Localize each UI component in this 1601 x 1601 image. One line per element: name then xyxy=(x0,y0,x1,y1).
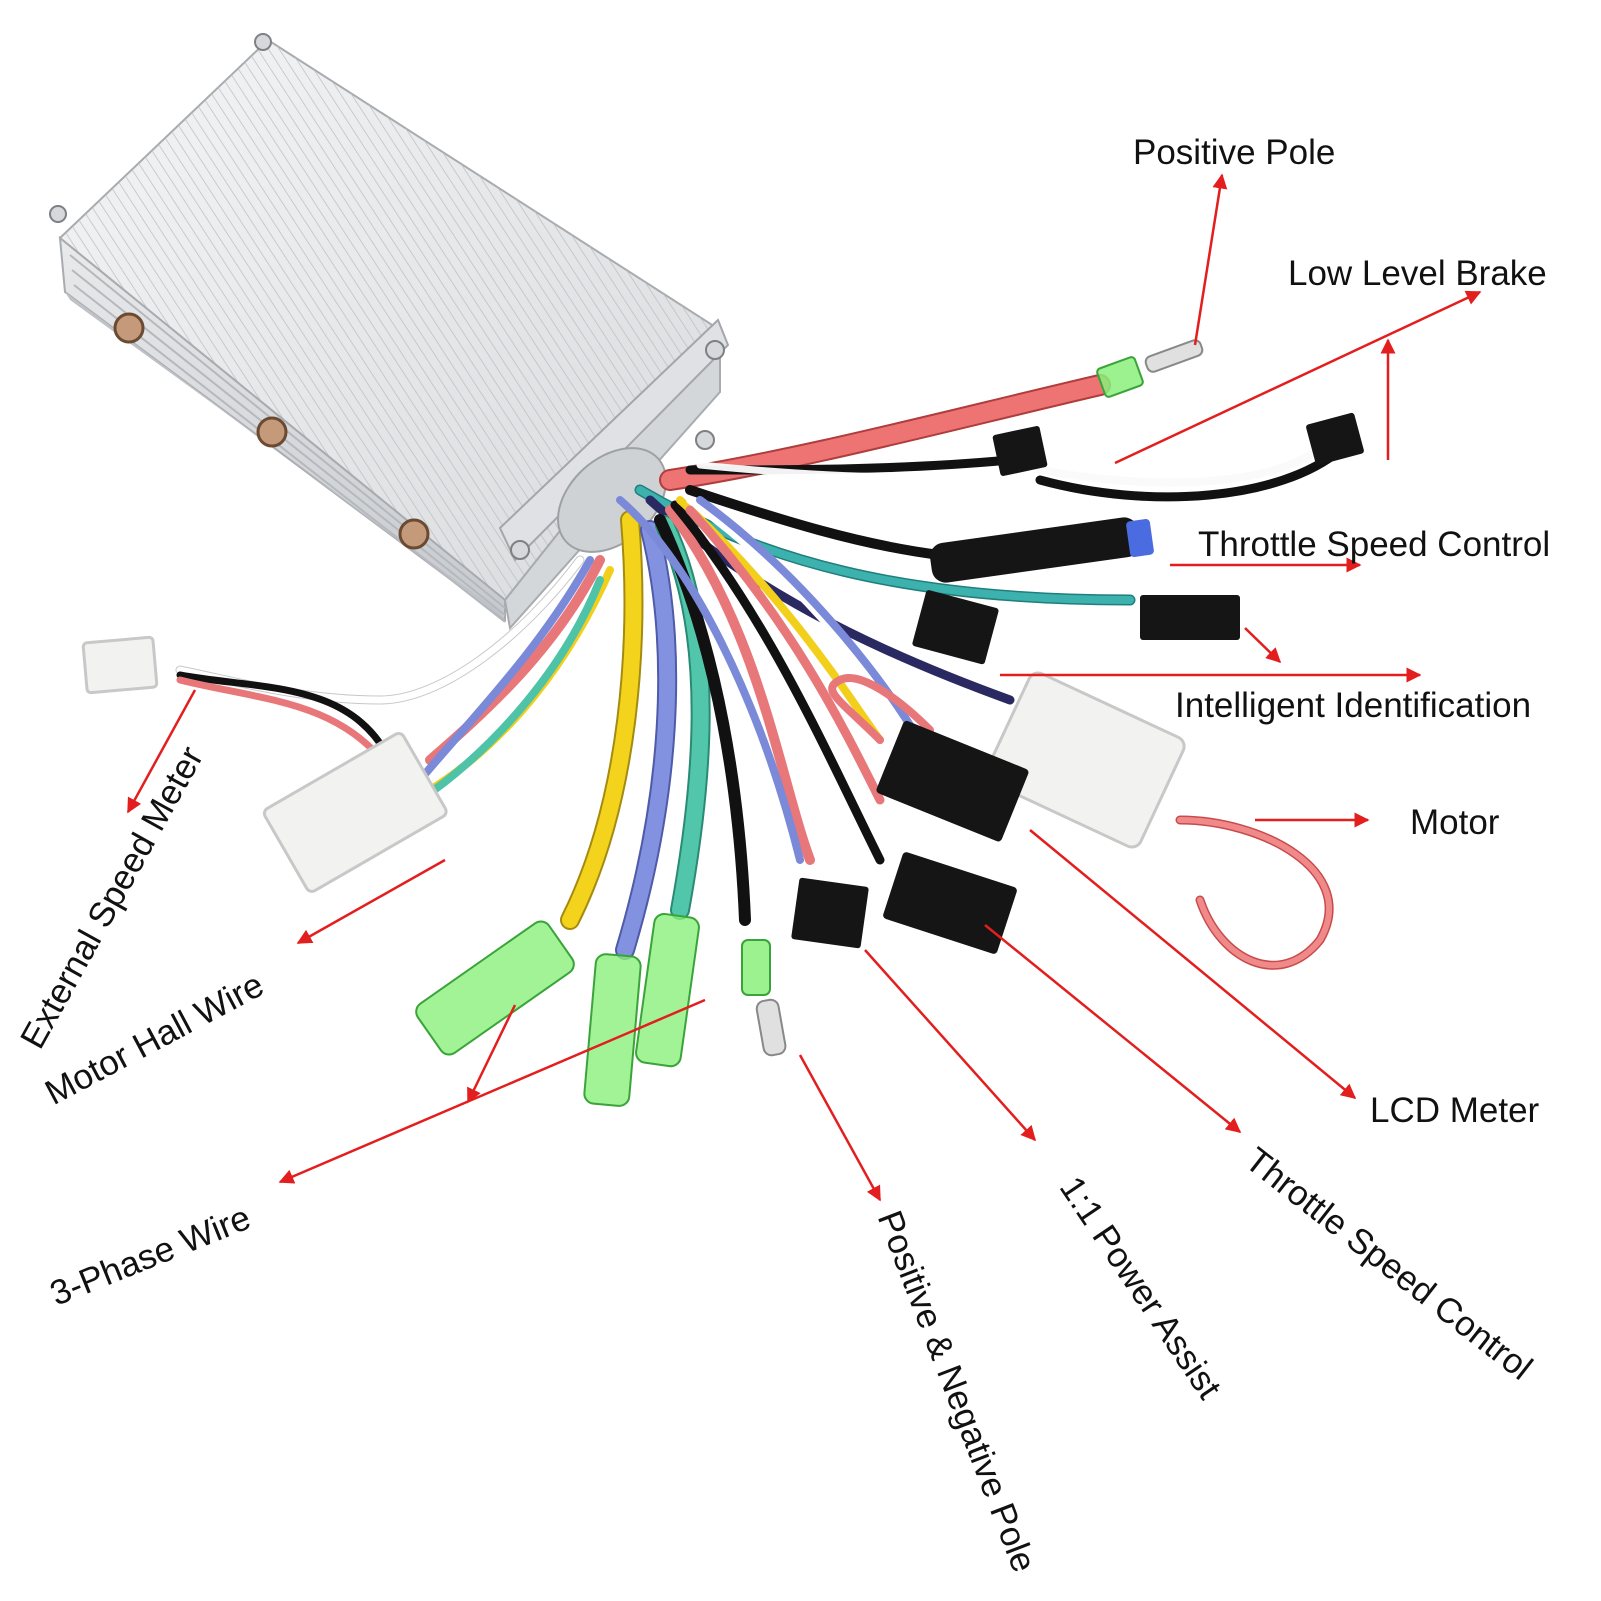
lcd-connector xyxy=(876,720,1029,842)
controller-housing xyxy=(49,33,730,631)
throttle-connector-bottom xyxy=(883,852,1017,954)
arrow-3-phase-2 xyxy=(466,1004,517,1104)
label-throttle-speed-control-top: Throttle Speed Control xyxy=(1198,525,1551,564)
phase-terminal-yellow xyxy=(415,920,575,1056)
label-intelligent-identification: Intelligent Identification xyxy=(1175,686,1532,725)
wire-bundle xyxy=(175,374,1345,970)
arrow-external-speed xyxy=(126,689,197,814)
hall-connector xyxy=(262,731,448,893)
callout-arrows xyxy=(126,173,1482,1202)
arrow-3-phase xyxy=(278,998,706,1184)
arrow-motor-hall xyxy=(296,858,446,945)
phase-terminal-blue xyxy=(583,953,642,1107)
phase-terminal-green xyxy=(635,912,700,1068)
speedometer-connector xyxy=(81,635,159,695)
brake-connector-a xyxy=(992,426,1048,476)
arrow-positive-pole xyxy=(1193,173,1228,346)
throttle-sleeve xyxy=(930,517,1140,583)
arrow-power-assist xyxy=(864,949,1037,1142)
motor-connector xyxy=(984,671,1186,849)
arrow-low-level-brake xyxy=(1114,290,1482,465)
power-assist-connector xyxy=(791,877,869,949)
positive-pole-terminal xyxy=(1096,356,1144,398)
id-connector-left xyxy=(912,590,999,665)
arrow-lcd-meter xyxy=(1029,829,1357,1099)
label-positive-pole: Positive Pole xyxy=(1133,133,1336,172)
brake-connector-b xyxy=(1306,412,1364,466)
connectors xyxy=(81,339,1364,1107)
screw-icon xyxy=(256,416,288,448)
label-lcd-meter: LCD Meter xyxy=(1370,1091,1540,1130)
id-connector-right xyxy=(1140,595,1240,640)
pos-neg-terminal xyxy=(741,939,771,996)
label-motor: Motor xyxy=(1410,803,1500,842)
screw-icon xyxy=(398,518,430,550)
arrow-pos-neg xyxy=(798,1054,882,1202)
screw-icon xyxy=(113,312,145,344)
arrow-intelligent-id-2 xyxy=(1244,627,1282,664)
arrow-throttle-bottom xyxy=(984,924,1242,1133)
label-low-level-brake: Low Level Brake xyxy=(1288,254,1547,293)
